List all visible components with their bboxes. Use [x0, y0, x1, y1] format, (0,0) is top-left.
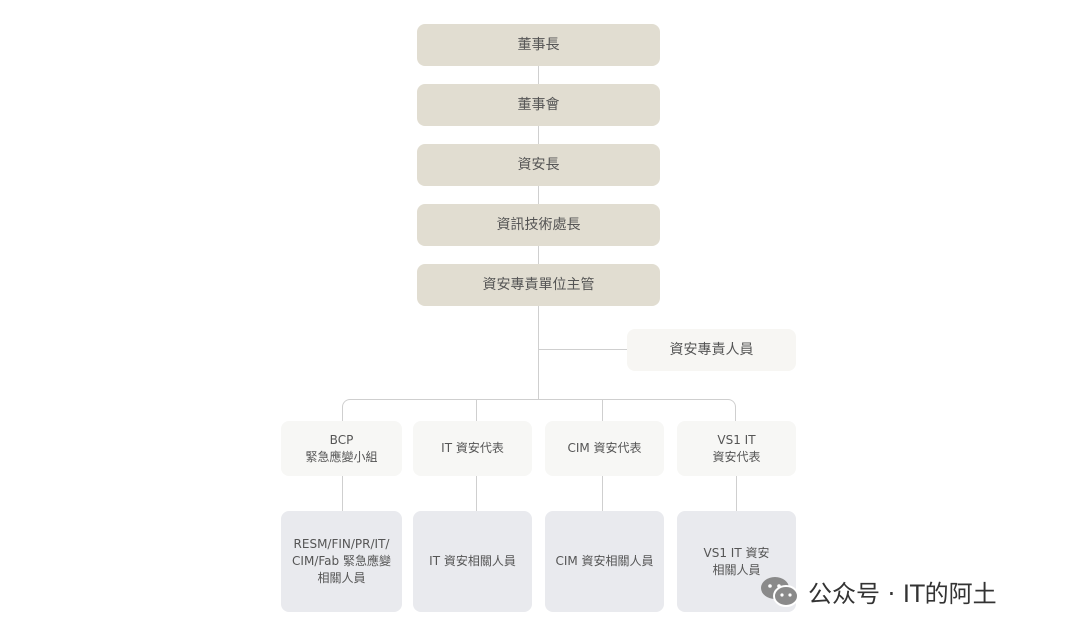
connector-down-3	[602, 476, 603, 511]
node-it-rep: IT 資安代表	[413, 421, 532, 476]
node-bcp-team: BCP 緊急應變小組	[281, 421, 402, 476]
watermark-text: 公众号 · IT的阿土	[808, 580, 997, 608]
node-it-staff: IT 資安相關人員	[413, 511, 532, 612]
connector-side	[538, 349, 627, 350]
node-vs1-rep: VS1 IT 資安代表	[677, 421, 796, 476]
connector-down-2	[476, 476, 477, 511]
node-bcp-staff: RESM/FIN/PR/IT/ CIM/Fab 緊急應變 相關人員	[281, 511, 402, 612]
connector-branch-3	[602, 399, 603, 421]
watermark: 公众号 · IT的阿土	[760, 574, 997, 609]
node-security-staff: 資安專責人員	[627, 329, 796, 371]
connector-horizontal-branch	[342, 399, 736, 421]
connector-branch-2	[476, 399, 477, 421]
node-cim-staff: CIM 資安相關人員	[545, 511, 664, 612]
node-board: 董事會	[417, 84, 660, 126]
node-chairman: 董事長	[417, 24, 660, 66]
connector-down-4	[736, 476, 737, 511]
node-cim-rep: CIM 資安代表	[545, 421, 664, 476]
wechat-icon	[761, 576, 799, 607]
node-security-unit-head: 資安專責單位主管	[417, 264, 660, 306]
connector-down-1	[342, 476, 343, 511]
node-ciso: 資安長	[417, 144, 660, 186]
node-it-director: 資訊技術處長	[417, 204, 660, 246]
